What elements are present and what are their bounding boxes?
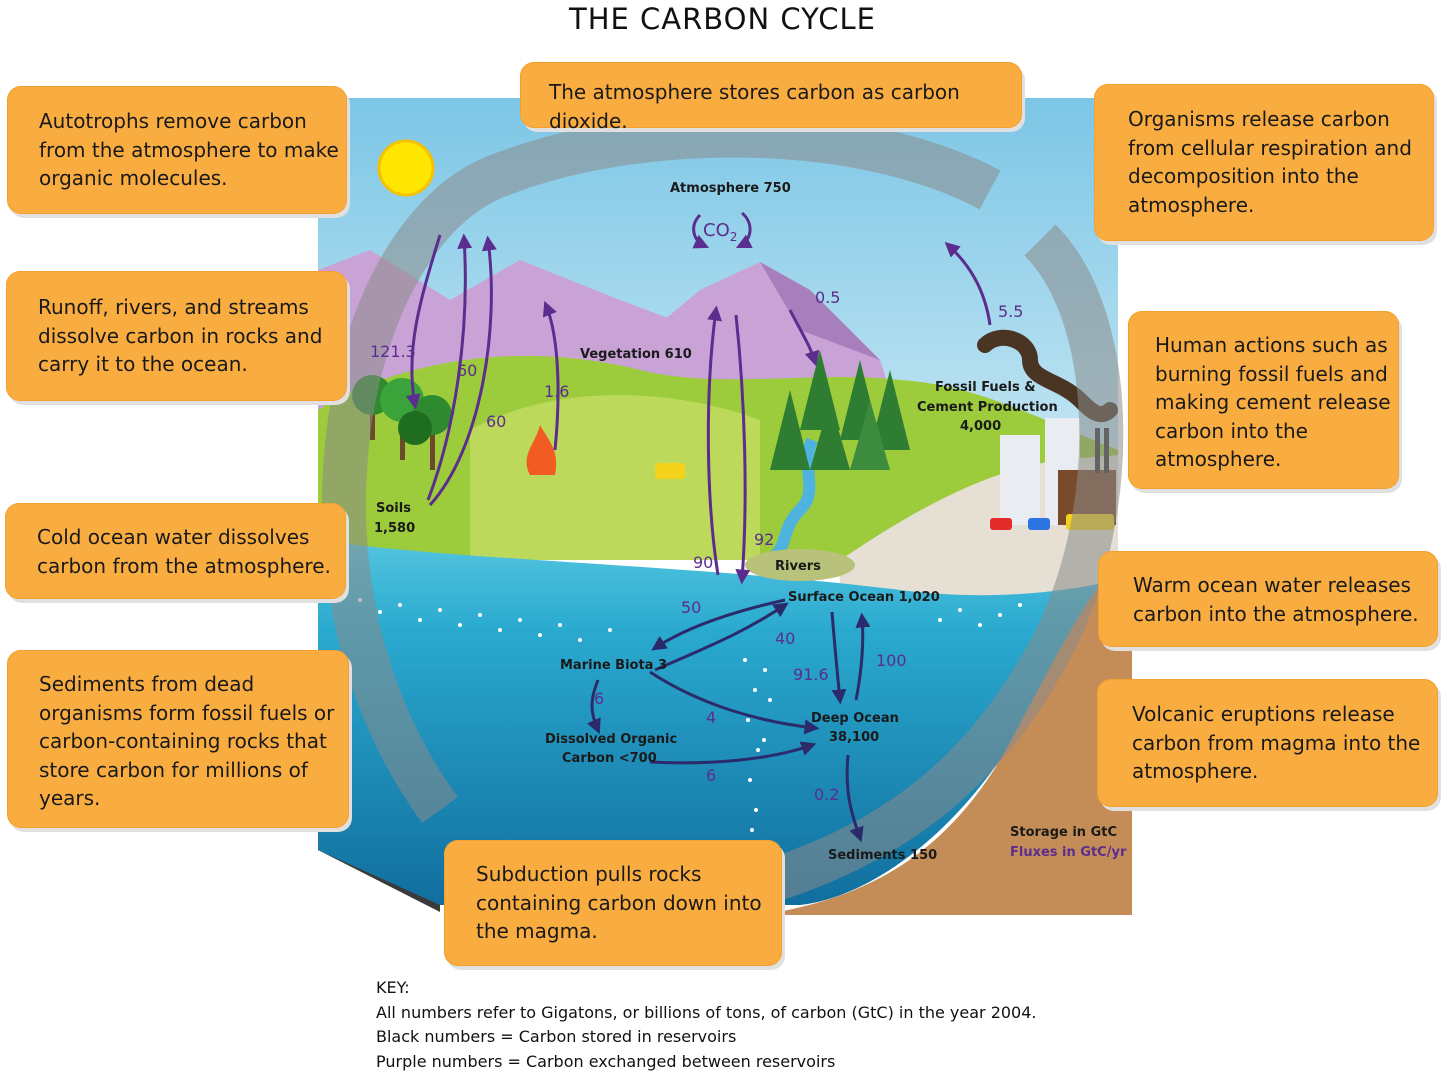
flux-90: 90 xyxy=(693,553,713,572)
flux-50: 50 xyxy=(681,598,701,617)
callout-atmosphere: The atmosphere stores carbon as carbon d… xyxy=(520,62,1022,128)
label-rivers: Rivers xyxy=(775,559,821,574)
callout-subduction-line: Subduction pulls rocks xyxy=(476,860,782,889)
legend-fluxes: Fluxes in GtC/yr xyxy=(1010,845,1127,860)
flux-121: 121.3 xyxy=(370,342,416,361)
label-marine-biota: Marine Biota 3 xyxy=(560,658,667,673)
callout-respiration: Organisms release carbon from cellular r… xyxy=(1094,84,1434,241)
callout-runoff-line: Runoff, rivers, and streams xyxy=(38,293,347,322)
callout-human-line: atmosphere. xyxy=(1155,445,1399,474)
label-vegetation: Vegetation 610 xyxy=(580,347,692,362)
label-deep-ocean-value: 38,100 xyxy=(829,730,879,745)
label-soils: Soils xyxy=(376,501,411,516)
flux-91-6: 91.6 xyxy=(793,665,829,684)
callout-volcanic-line: atmosphere. xyxy=(1132,757,1438,786)
flux-6a: 6 xyxy=(594,689,604,708)
callout-volcanic-line: Volcanic eruptions release xyxy=(1132,700,1438,729)
callout-subduction-line: the magma. xyxy=(476,917,782,946)
callout-runoff-line: dissolve carbon in rocks and xyxy=(38,322,347,351)
hills-light xyxy=(470,395,760,560)
label-fossil-2: Cement Production xyxy=(917,400,1058,415)
label-dissolved-2: Carbon <700 xyxy=(562,751,657,766)
callout-autotrophs-line: organic molecules. xyxy=(39,164,347,193)
callout-autotrophs: Autotrophs remove carbon from the atmosp… xyxy=(7,86,347,214)
callout-subduction: Subduction pulls rocks containing carbon… xyxy=(444,840,782,966)
callout-autotrophs-line: Autotrophs remove carbon xyxy=(39,107,347,136)
callout-volcanic-line: carbon from magma into the xyxy=(1132,729,1438,758)
callout-runoff: Runoff, rivers, and streams dissolve car… xyxy=(6,271,347,401)
callout-sediments-line: store carbon for millions of xyxy=(39,756,349,785)
callout-respiration-line: from cellular respiration and xyxy=(1128,134,1434,163)
flux-100: 100 xyxy=(876,651,907,670)
flux-60b: 60 xyxy=(486,412,506,431)
flux-1-6: 1.6 xyxy=(544,382,569,401)
callout-human-line: making cement release xyxy=(1155,388,1399,417)
callout-warm-ocean-line: Warm ocean water releases xyxy=(1133,571,1438,600)
callout-sediments-line: carbon-containing rocks that xyxy=(39,727,349,756)
callout-sediments-line: years. xyxy=(39,784,349,813)
legend-storage: Storage in GtC xyxy=(1010,825,1117,840)
flux-40: 40 xyxy=(775,629,795,648)
callout-respiration-line: decomposition into the xyxy=(1128,162,1434,191)
label-soils-value: 1,580 xyxy=(374,521,415,536)
label-dissolved-1: Dissolved Organic xyxy=(545,732,677,747)
callout-volcanic: Volcanic eruptions release carbon from m… xyxy=(1097,679,1438,807)
flux-0-2: 0.2 xyxy=(814,785,839,804)
callout-human-line: burning fossil fuels and xyxy=(1155,360,1399,389)
flux-4: 4 xyxy=(706,708,716,727)
flux-6b: 6 xyxy=(706,766,716,785)
flux-92: 92 xyxy=(754,530,774,549)
label-deep-ocean: Deep Ocean xyxy=(811,711,899,726)
callout-warm-ocean: Warm ocean water releases carbon into th… xyxy=(1098,551,1438,647)
label-surface-ocean: Surface Ocean 1,020 xyxy=(788,590,940,605)
callout-subduction-line: containing carbon down into xyxy=(476,889,782,918)
key-line-3: Purple numbers = Carbon exchanged betwee… xyxy=(376,1050,1037,1074)
callout-respiration-line: atmosphere. xyxy=(1128,191,1434,220)
key-heading: KEY: xyxy=(376,976,1037,1001)
flux-60a: 60 xyxy=(457,361,477,380)
flux-5-5: 5.5 xyxy=(998,302,1023,321)
label-fossil-1: Fossil Fuels & xyxy=(935,380,1036,395)
label-fossil-value: 4,000 xyxy=(960,419,1001,434)
callout-cold-ocean: Cold ocean water dissolves carbon from t… xyxy=(5,503,346,599)
callout-human: Human actions such as burning fossil fue… xyxy=(1128,311,1399,489)
key-line-1: All numbers refer to Gigatons, or billio… xyxy=(376,1001,1037,1026)
callout-warm-ocean-line: carbon into the atmosphere. xyxy=(1133,600,1438,629)
label-atmosphere: Atmosphere 750 xyxy=(670,181,791,196)
flux-0-5: 0.5 xyxy=(815,288,840,307)
key: KEY: All numbers refer to Gigatons, or b… xyxy=(376,976,1037,1074)
callout-human-line: Human actions such as xyxy=(1155,331,1399,360)
tractor-icon xyxy=(655,463,685,479)
sun-icon xyxy=(379,141,433,195)
callout-respiration-line: Organisms release carbon xyxy=(1128,105,1434,134)
callout-human-line: carbon into the xyxy=(1155,417,1399,446)
callout-runoff-line: carry it to the ocean. xyxy=(38,350,347,379)
callout-sediments-line: Sediments from dead xyxy=(39,670,349,699)
callout-sediments-line: organisms form fossil fuels or xyxy=(39,699,349,728)
label-sediments: Sediments 150 xyxy=(828,848,937,863)
callout-cold-ocean-line: carbon from the atmosphere. xyxy=(37,552,346,581)
key-line-2: Black numbers = Carbon stored in reservo… xyxy=(376,1025,1037,1050)
callout-autotrophs-line: from the atmosphere to make xyxy=(39,136,347,165)
callout-cold-ocean-line: Cold ocean water dissolves xyxy=(37,523,346,552)
callout-atmosphere-text: The atmosphere stores carbon as carbon d… xyxy=(549,78,1022,135)
callout-sediments: Sediments from dead organisms form fossi… xyxy=(7,650,349,828)
